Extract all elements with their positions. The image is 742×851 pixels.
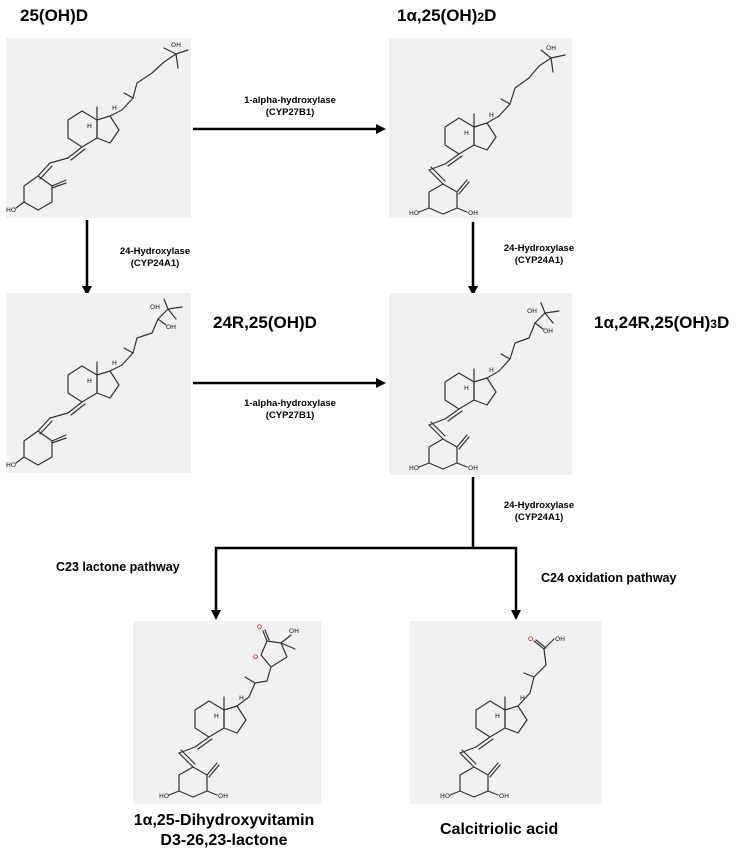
enzyme-name: 1-alpha-hydroxylase: [244, 95, 336, 106]
compound-label-end: D: [716, 313, 730, 332]
atom-label: OH: [289, 627, 299, 635]
compound-label-subscript: 3: [710, 317, 717, 331]
atom-label: HO: [6, 461, 16, 469]
atom-label: OH: [468, 464, 478, 472]
atom-label: OH: [546, 44, 556, 52]
atom-label: OH: [218, 792, 228, 800]
compound-label-subscript: 2: [477, 10, 485, 24]
atom-label: H: [489, 111, 494, 119]
atom-label: O: [528, 635, 533, 643]
compound-label-main: 1α,24R,25(OH): [594, 313, 711, 332]
atom-label: OH: [468, 209, 478, 217]
pathway-label-oxidation: C24 oxidation pathway: [541, 571, 677, 585]
structure-panel-1a24r25oh3d: H H OH OH HO OH: [389, 293, 572, 475]
molecule-25ohd: H H OH HO: [6, 41, 189, 214]
structure-panel-24r25ohd: H H OH OH HO: [6, 293, 191, 473]
compound-label-main: 1α,25(OH): [397, 6, 478, 25]
compound-label-end: D: [484, 6, 497, 25]
enzyme-gene: (CYP27B1): [265, 107, 315, 118]
molecule-lactone: H H O O OH HO OH: [159, 623, 299, 800]
structure-panel-1a25oh2d: H H OH HO OH: [389, 38, 572, 218]
molecule-calcitriolic-acid: O OH H H HO OH: [440, 635, 565, 800]
enzyme-label-right-vertical: 24-Hydroxylase (CYP24A1): [494, 243, 584, 267]
enzyme-name: 24-Hydroxylase: [503, 500, 575, 511]
atom-label: HO: [409, 209, 419, 217]
atom-label: O: [257, 623, 262, 631]
enzyme-name: 1-alpha-hydroxylase: [244, 398, 336, 409]
atom-label: H: [464, 384, 469, 392]
atom-label: H: [87, 122, 92, 130]
enzyme-label-middle-horizontal: 1-alpha-hydroxylase (CYP27B1): [235, 398, 345, 422]
arrow-c4-branch: [211, 477, 475, 620]
atom-label: HO: [159, 792, 169, 800]
atom-label: OH: [555, 635, 565, 643]
atom-label: HO: [409, 464, 419, 472]
structure-panel-25ohd: H H OH HO: [6, 38, 191, 218]
atom-label: OH: [171, 41, 181, 49]
atom-label: H: [489, 366, 494, 374]
enzyme-name: 24-Hydroxylase: [503, 243, 575, 254]
compound-label-line1: 1α,25-Dihydroxyvitamin: [133, 812, 315, 829]
atom-label: H: [495, 712, 500, 720]
atom-label: H: [464, 129, 469, 137]
molecule-1a24r25oh3d: H H OH OH HO OH: [409, 302, 560, 472]
compound-label-calcitriolic-acid: Calcitriolic acid: [440, 821, 559, 838]
structure-panel-lactone: H H O O OH HO OH: [133, 621, 321, 804]
compound-label-1a24r25oh3d: 1α,24R,25(OH)3D: [594, 313, 729, 333]
atom-label: OH: [166, 323, 176, 331]
atom-label: H: [112, 104, 117, 112]
atom-label: H: [239, 694, 244, 702]
molecule-24r25ohd: H H OH OH HO: [6, 298, 183, 469]
compound-label-lactone: 1α,25-Dihydroxyvitamin D3-26,23-lactone: [74, 811, 374, 851]
compound-label-line2: D3-26,23-lactone: [160, 832, 288, 849]
atom-label: OH: [543, 327, 553, 335]
arrow-c4-to-c6: [473, 546, 521, 620]
atom-label: OH: [527, 307, 537, 315]
enzyme-gene: (CYP24A1): [514, 512, 564, 523]
atom-label: OH: [499, 792, 509, 800]
structure-panel-calcitriolic-acid: O OH H H HO OH: [410, 621, 602, 804]
atom-label: HO: [6, 206, 16, 214]
enzyme-label-left-vertical: 24-Hydroxylase (CYP24A1): [110, 246, 200, 270]
compound-label-25ohd: 25(OH)D: [20, 6, 89, 25]
atom-label: H: [520, 694, 525, 702]
enzyme-gene: (CYP24A1): [130, 258, 180, 269]
atom-label: H: [214, 712, 219, 720]
compound-label-24r25ohd: 24R,25(OH)D: [213, 313, 317, 332]
enzyme-label-top-horizontal: 1-alpha-hydroxylase (CYP27B1): [235, 95, 345, 119]
atom-label: H: [112, 359, 117, 367]
enzyme-gene: (CYP24A1): [514, 255, 564, 266]
atom-label: HO: [440, 792, 450, 800]
pathway-label-lactone: C23 lactone pathway: [56, 560, 180, 574]
atom-label: O: [253, 653, 258, 661]
atom-label: H: [87, 377, 92, 385]
atom-label: OH: [150, 303, 160, 311]
enzyme-label-bottom-vertical: 24-Hydroxylase (CYP24A1): [494, 500, 584, 524]
enzyme-name: 24-Hydroxylase: [119, 246, 191, 257]
molecule-1a25oh2d: H H OH HO OH: [409, 44, 566, 217]
enzyme-gene: (CYP27B1): [265, 410, 315, 421]
compound-label-1a25oh2d: 1α,25(OH)2D: [397, 6, 496, 26]
